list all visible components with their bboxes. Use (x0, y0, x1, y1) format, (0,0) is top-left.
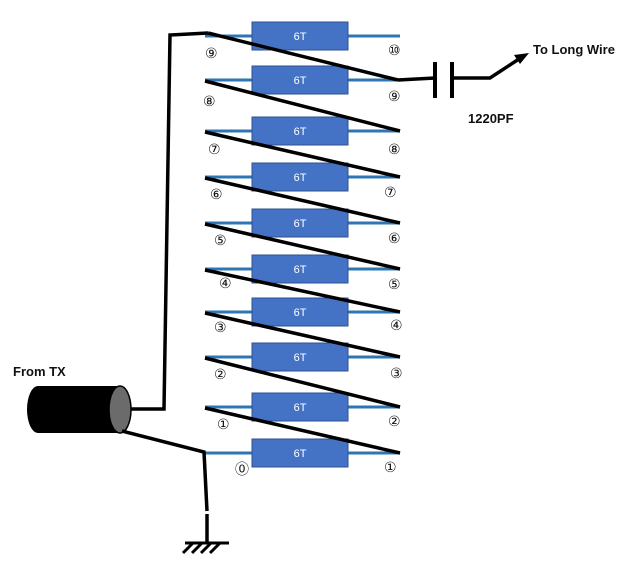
winding-wire (204, 79, 401, 133)
coil-body (251, 342, 349, 372)
coil-body (251, 438, 349, 468)
coil-body (251, 392, 349, 422)
coil-label: 6T (294, 264, 307, 276)
left-tap-label: ③ (214, 320, 227, 336)
left-tap-label: ② (214, 367, 227, 383)
coil-8: 6T ① ② (205, 392, 401, 433)
right-tap-label: ⑧ (388, 142, 401, 158)
winding-wire (204, 130, 401, 179)
capacitor-value-label: 1220PF (468, 111, 514, 126)
coil-body (251, 254, 349, 284)
capacitor-icon (433, 62, 454, 98)
coil-label: 6T (294, 172, 307, 184)
left-tap-label: ⑧ (203, 94, 216, 110)
right-tap-label: ⑦ (384, 185, 397, 201)
ground-icon (181, 541, 229, 555)
winding-wire (207, 31, 399, 82)
coil-body (251, 116, 349, 146)
coil-1: 6T ⑧ ⑨ (203, 65, 401, 110)
coil-label: 6T (294, 307, 307, 319)
winding-wire (204, 406, 401, 455)
coax-cable-icon (27, 385, 132, 434)
winding-wire (204, 311, 401, 359)
ground-wire (121, 429, 209, 512)
winding-wire (204, 356, 401, 409)
right-tap-label: ⑤ (388, 277, 401, 293)
right-tap-label: ② (388, 414, 401, 430)
coil-body (251, 65, 349, 95)
coil-4: 6T ⑤ ⑥ (205, 208, 401, 249)
coil-body (251, 21, 349, 51)
coil-5: 6T ④ ⑤ (205, 254, 401, 293)
right-tap-label: ① (384, 460, 397, 476)
coil-label: 6T (294, 402, 307, 414)
coil-0: 6T ⑨ ⑩ (205, 21, 401, 62)
winding-wire (204, 222, 401, 271)
left-tap-label: ④ (219, 276, 232, 292)
left-tap-label: ⓪ (235, 462, 249, 478)
coil-3: 6T ⑥ ⑦ (205, 162, 400, 203)
left-tap-label: ⑦ (208, 142, 221, 158)
left-tap-label: ⑤ (214, 233, 227, 249)
right-tap-label: ④ (390, 318, 403, 334)
coil-label: 6T (294, 126, 307, 138)
coil-9: 6T ⓪ ① (205, 438, 400, 478)
wires (204, 31, 401, 455)
right-tap-label: ⑥ (388, 231, 401, 247)
coil-body (251, 208, 349, 238)
right-tap-label: ⑨ (388, 89, 401, 105)
winding-wire (204, 268, 401, 314)
from-tx-label: From TX (13, 364, 66, 379)
to-long-wire-label: To Long Wire (533, 42, 615, 57)
coil-label: 6T (294, 31, 307, 43)
coil-7: 6T ② ③ (205, 342, 403, 383)
right-tap-label: ③ (390, 366, 403, 382)
coil-label: 6T (294, 448, 307, 460)
coil-label: 6T (294, 218, 307, 230)
left-tap-label: ⑨ (205, 46, 218, 62)
feed-wire (120, 31, 209, 411)
left-tap-label: ⑥ (210, 187, 223, 203)
winding-wire (204, 176, 401, 225)
coil-stack: 6T ⑨ ⑩ 6T ⑧ ⑨ 6T ⑦ ⑧ 6T ⑥ ⑦ 6T ⑤ ⑥ 6T ④ ⑤ 6T ③ ④ 6T ② ③ 6T ① ② 6T ⓪ ① (203, 21, 403, 478)
coil-label: 6T (294, 352, 307, 364)
capacitor-wire (397, 76, 436, 82)
coil-body (251, 297, 349, 327)
coil-label: 6T (294, 75, 307, 87)
coil-2: 6T ⑦ ⑧ (205, 116, 401, 158)
coil-body (251, 162, 349, 192)
arrow-icon (514, 53, 529, 64)
left-tap-label: ① (217, 417, 230, 433)
coil-6: 6T ③ ④ (205, 297, 403, 336)
long-wire (452, 55, 523, 80)
right-tap-label: ⑩ (388, 43, 401, 59)
